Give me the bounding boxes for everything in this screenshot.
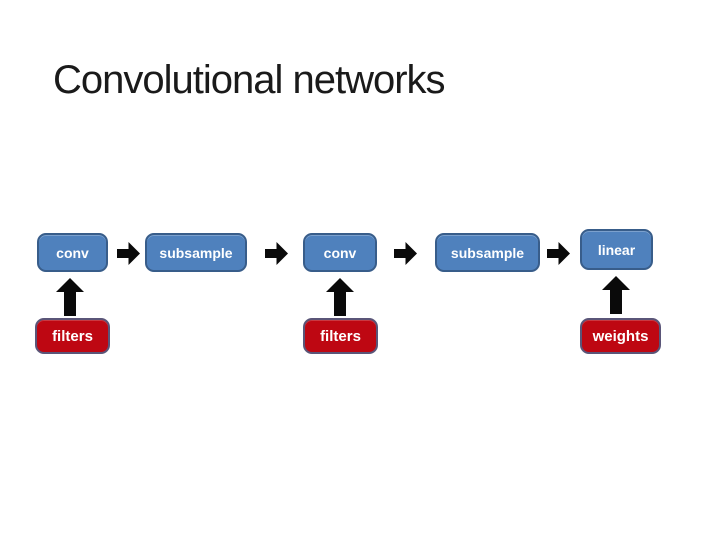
node-weights: weights [580,318,661,354]
node-conv-1: conv [37,233,108,272]
node-linear: linear [580,229,653,270]
node-filters-2-label: filters [320,327,361,345]
node-subsample-1-label: subsample [159,244,233,261]
node-weights-label: weights [592,327,649,345]
node-subsample-1: subsample [145,233,247,272]
right-block-arrow-icon [265,242,288,265]
node-conv-2: conv [303,233,377,272]
node-linear-label: linear [597,241,636,258]
node-filters-1-label: filters [52,327,93,345]
node-subsample-2: subsample [435,233,540,272]
slide-title: Convolutional networks [53,58,446,102]
up-block-arrow-icon [56,278,84,316]
right-block-arrow-icon [394,242,417,265]
node-filters-2: filters [303,318,378,354]
node-filters-1: filters [35,318,110,354]
node-conv-1-label: conv [56,244,89,261]
right-block-arrow-icon [547,242,570,265]
node-conv-2-label: conv [323,244,357,261]
up-block-arrow-icon [602,276,630,314]
up-block-arrow-icon [326,278,354,316]
right-block-arrow-icon [117,242,140,265]
node-subsample-2-label: subsample [450,244,525,261]
